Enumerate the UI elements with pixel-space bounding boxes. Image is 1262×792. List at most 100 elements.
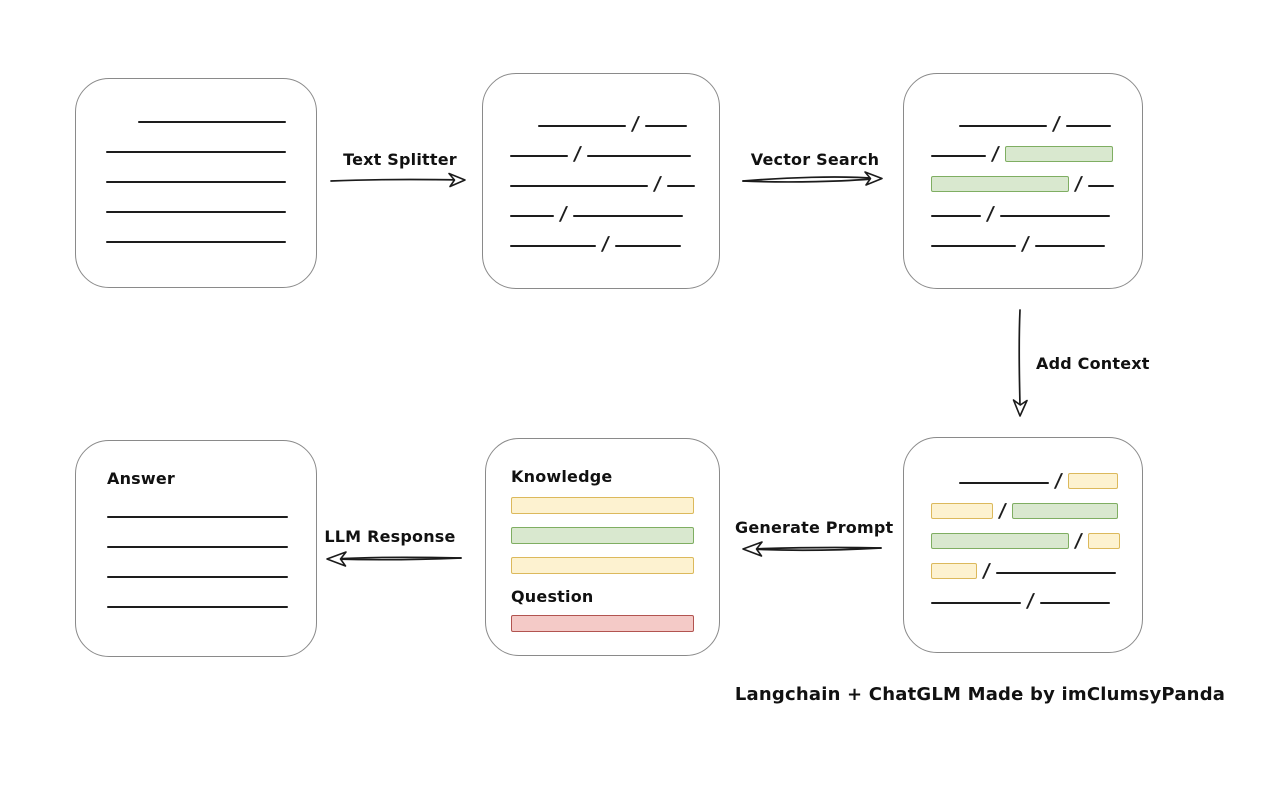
node-context-chunks: / / / / / xyxy=(903,437,1143,653)
text-line xyxy=(1039,602,1110,604)
text-line xyxy=(1087,185,1114,187)
text-line xyxy=(538,125,626,127)
chunk-row xyxy=(106,191,286,221)
chunk-row xyxy=(106,161,286,191)
chunk-row xyxy=(107,556,288,586)
text-line xyxy=(931,215,981,217)
generate-prompt-label: Generate Prompt xyxy=(735,518,894,537)
chunk-row: / xyxy=(510,105,695,135)
slash-separator: / xyxy=(1051,113,1062,135)
slash-separator: / xyxy=(990,143,1001,165)
text-line xyxy=(510,215,554,217)
text-line xyxy=(107,606,288,608)
add-context-arrow xyxy=(1012,309,1028,417)
slash-separator: / xyxy=(985,203,996,225)
highlight-chip-green xyxy=(931,176,1069,192)
text-line xyxy=(644,125,687,127)
slash-separator: / xyxy=(558,203,569,225)
text-line xyxy=(510,245,596,247)
text-line xyxy=(614,245,681,247)
knowledge-bar-yellow-1 xyxy=(511,497,694,514)
text-line xyxy=(999,215,1110,217)
node-matched-chunks: / / / / / xyxy=(903,73,1143,289)
text-line xyxy=(106,211,286,213)
chunk-row xyxy=(106,131,286,161)
question-bar-red xyxy=(511,615,694,632)
llm-response-arrow xyxy=(326,551,462,567)
question-bars xyxy=(511,615,694,632)
add-context-label: Add Context xyxy=(1036,354,1150,373)
chunk-row: / xyxy=(931,462,1120,492)
slash-separator: / xyxy=(1020,233,1031,255)
text-line xyxy=(666,185,695,187)
text-splitter-label: Text Splitter xyxy=(343,150,457,169)
highlight-chip-green xyxy=(1011,503,1118,519)
slash-separator: / xyxy=(1073,530,1084,552)
node-source-document xyxy=(75,78,317,288)
slash-separator: / xyxy=(1053,470,1064,492)
text-line xyxy=(931,602,1021,604)
caption: Langchain + ChatGLM Made by imClumsyPand… xyxy=(734,684,1226,705)
text-line xyxy=(510,155,568,157)
chunk-row: / xyxy=(931,225,1114,255)
indent-gap xyxy=(931,491,959,492)
chunk-row: / xyxy=(931,195,1114,225)
text-line xyxy=(107,516,288,518)
text-line xyxy=(931,245,1016,247)
indent-gap xyxy=(106,130,138,131)
split-chunks-lines: ///// xyxy=(510,105,695,255)
text-line xyxy=(931,155,986,157)
matched-chunks-lines: / / / / / xyxy=(931,105,1114,255)
generate-prompt-arrow xyxy=(742,541,882,557)
slash-separator: / xyxy=(572,143,583,165)
prompt-content: Knowledge Question xyxy=(511,467,694,645)
indent-gap xyxy=(510,134,538,135)
slash-separator: / xyxy=(1025,590,1036,612)
highlight-chip-yellow xyxy=(931,503,993,519)
highlight-chip-yellow xyxy=(931,563,977,579)
highlight-chip-green xyxy=(931,533,1069,549)
answer-lines xyxy=(107,496,288,616)
text-splitter-arrow xyxy=(330,172,466,188)
chunk-row xyxy=(107,526,288,556)
slash-separator: / xyxy=(997,500,1008,522)
text-line xyxy=(107,576,288,578)
slash-separator: / xyxy=(600,233,611,255)
node-prompt: Knowledge Question xyxy=(485,438,720,656)
chunk-row: / xyxy=(510,165,695,195)
text-line xyxy=(510,185,648,187)
text-line xyxy=(106,151,286,153)
slash-separator: / xyxy=(981,560,992,582)
text-line xyxy=(959,125,1047,127)
knowledge-bars xyxy=(511,497,694,574)
chunk-row: / xyxy=(510,225,695,255)
chunk-row xyxy=(107,586,288,616)
text-line xyxy=(995,572,1116,574)
context-chunks-lines: / / / / / xyxy=(931,462,1120,612)
text-line xyxy=(1065,125,1111,127)
text-line xyxy=(106,241,286,243)
vector-search-arrow xyxy=(742,171,883,186)
text-line xyxy=(959,482,1049,484)
chunk-row xyxy=(107,496,288,526)
slash-separator: / xyxy=(630,113,641,135)
indent-gap xyxy=(931,134,959,135)
text-line xyxy=(572,215,683,217)
chunk-row xyxy=(106,101,286,131)
text-line xyxy=(106,181,286,183)
answer-label: Answer xyxy=(107,469,176,488)
highlight-chip-yellow xyxy=(1087,533,1120,549)
text-line xyxy=(138,121,286,123)
highlight-chip-yellow xyxy=(1067,473,1118,489)
question-label: Question xyxy=(511,587,594,606)
chunk-row: / xyxy=(931,552,1120,582)
slash-separator: / xyxy=(1073,173,1084,195)
knowledge-bar-yellow-2 xyxy=(511,557,694,574)
node-split-chunks: ///// xyxy=(482,73,720,289)
text-line xyxy=(107,546,288,548)
llm-response-label: LLM Response xyxy=(324,527,456,546)
chunk-row xyxy=(106,221,286,251)
knowledge-label: Knowledge xyxy=(511,467,613,486)
chunk-row: / xyxy=(510,195,695,225)
